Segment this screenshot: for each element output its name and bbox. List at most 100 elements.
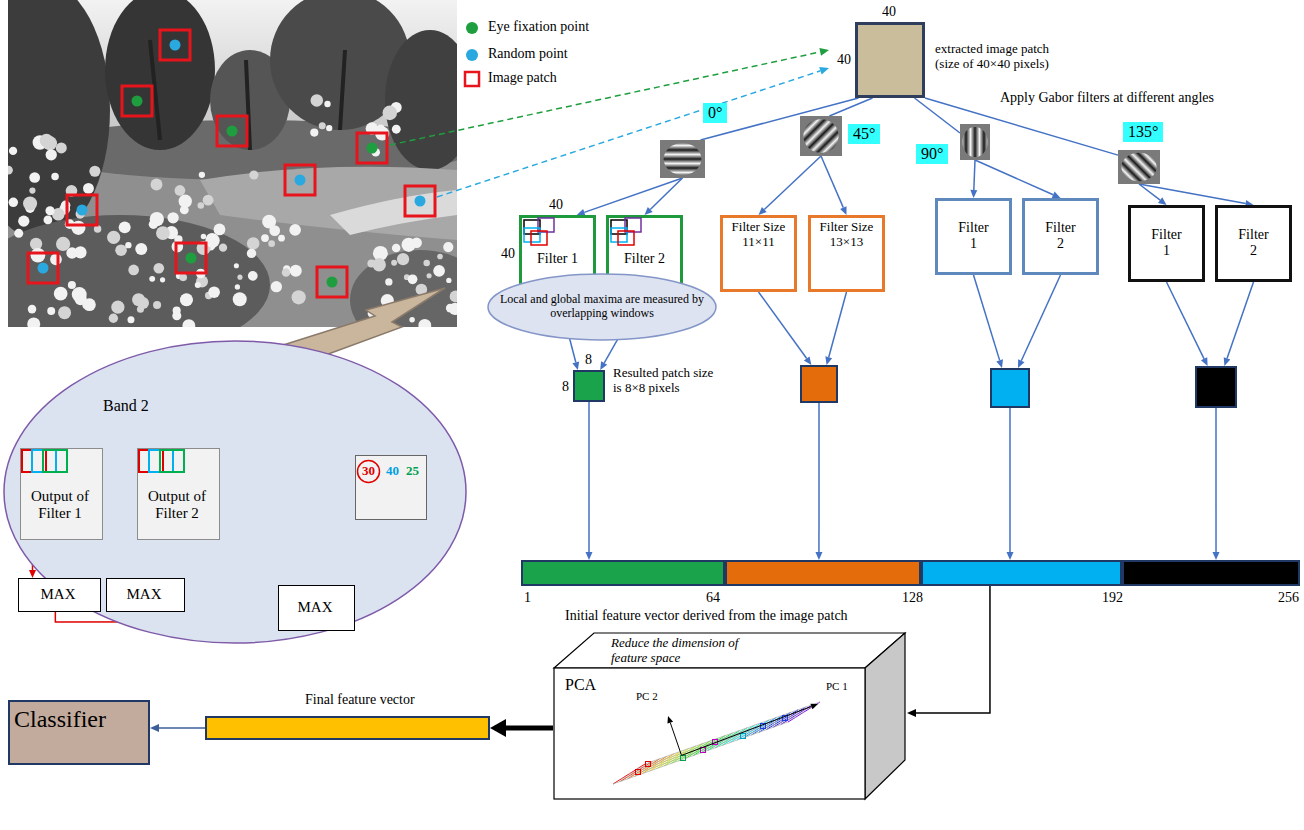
connector-arrow — [925, 98, 1118, 155]
flower — [149, 276, 155, 282]
patch-square — [317, 267, 347, 297]
connector-line — [764, 156, 821, 210]
window-mark — [43, 450, 67, 472]
flower — [443, 242, 453, 252]
max-box: MAX — [106, 578, 185, 612]
landscape-photo — [200, 167, 457, 240]
gabor-ground — [1118, 150, 1160, 184]
connector-arrow — [759, 292, 812, 365]
patch-square — [160, 30, 190, 60]
flower — [46, 149, 57, 160]
connector-line — [975, 160, 1053, 195]
node-label: Output of Filter 2 — [138, 488, 216, 523]
gabor-stripes — [962, 127, 987, 157]
text-slot: 64 — [706, 590, 720, 606]
flower — [51, 173, 59, 181]
flower — [9, 198, 18, 207]
bar-caption: Initial feature vector derived from the … — [565, 608, 848, 624]
bar-caption: Final feature vector — [305, 692, 415, 708]
connector-line — [821, 156, 843, 208]
flower — [198, 202, 205, 209]
flower — [205, 233, 219, 247]
node-label: Output of Filter 1 — [21, 488, 99, 523]
flower — [83, 298, 96, 311]
node-label: Filter 1 — [522, 251, 593, 267]
node-label: Filter Size 13×13 — [811, 220, 882, 250]
connector-arrow — [1018, 275, 1061, 368]
arrow-head — [996, 359, 1003, 368]
connector-line — [916, 586, 990, 713]
landscape-photo — [150, 40, 345, 150]
filter-box: Filter Size 13×13 — [808, 215, 885, 292]
flower — [115, 244, 127, 256]
flower — [437, 254, 443, 260]
patch-square — [217, 116, 247, 146]
data-marker — [646, 762, 651, 767]
arrow-head — [825, 356, 832, 365]
window-mark — [160, 450, 184, 472]
flower — [201, 234, 206, 239]
arrow-head — [815, 552, 822, 560]
point-dot — [170, 40, 181, 51]
flower — [219, 244, 227, 252]
text-slot: 40 — [882, 4, 896, 20]
arrow-head — [586, 552, 593, 560]
text-slot: Filter Size 11×11 — [723, 220, 794, 250]
text-slot: 135° — [1123, 122, 1163, 142]
flower — [446, 304, 455, 313]
text-slot: Classifier — [14, 706, 106, 734]
flower — [137, 306, 144, 313]
landscape-photo — [8, 0, 110, 240]
connector-line — [1215, 408, 1217, 552]
flower — [278, 235, 285, 242]
flower — [44, 138, 52, 146]
connector-line — [670, 723, 681, 756]
flower — [47, 307, 55, 315]
filter-box: Filter 1 — [935, 198, 1012, 275]
flower — [282, 268, 291, 277]
flower — [44, 216, 53, 225]
text-slot: Band 2 — [103, 397, 149, 415]
pca-mesh — [645, 702, 820, 764]
flower — [56, 237, 70, 251]
flower — [9, 147, 17, 155]
text-slot: Filter 1 — [955, 220, 993, 252]
result-patch — [1195, 366, 1237, 408]
angle-label: 45° — [848, 124, 880, 144]
text-slot: 40 — [549, 197, 563, 213]
connector-arrow — [915, 98, 961, 133]
feature-vector-bar: Initial feature vector derived from the … — [521, 560, 1300, 586]
text-slot: Reduce the dimension of feature space — [611, 636, 761, 666]
flower — [179, 273, 187, 281]
node-label: MAX — [107, 586, 181, 603]
dimension-label: 40 — [501, 246, 515, 262]
flower — [249, 170, 258, 179]
text-slot: Apply Gabor filters at different angles — [1000, 90, 1214, 106]
point-dot — [132, 96, 143, 107]
flower — [28, 305, 37, 314]
flower — [50, 253, 62, 265]
text-slot: 40 — [386, 464, 399, 479]
connector-arrow — [645, 178, 683, 215]
flower — [235, 284, 240, 289]
flower — [385, 278, 392, 285]
legend-swatch — [465, 72, 479, 86]
flower — [119, 221, 131, 233]
legend-swatch — [466, 49, 478, 61]
final-vector-bar: Final feature vector — [205, 716, 490, 740]
connector-line — [1021, 275, 1060, 361]
window-mark — [611, 228, 627, 242]
index-number: 1 — [524, 590, 531, 606]
text-slot: MAX — [279, 599, 351, 616]
connector-arrow — [150, 724, 205, 732]
flower — [446, 278, 451, 283]
flower — [234, 263, 239, 268]
window-mark — [531, 231, 547, 245]
connector-line — [159, 727, 205, 729]
vector-segment — [522, 561, 724, 585]
box-side — [865, 633, 905, 799]
result-patch — [800, 365, 838, 403]
arrow-head — [1006, 552, 1013, 560]
text-slot: 128 — [902, 590, 923, 606]
result-caption: Resulted patch size is 8×8 pixels — [613, 366, 721, 396]
